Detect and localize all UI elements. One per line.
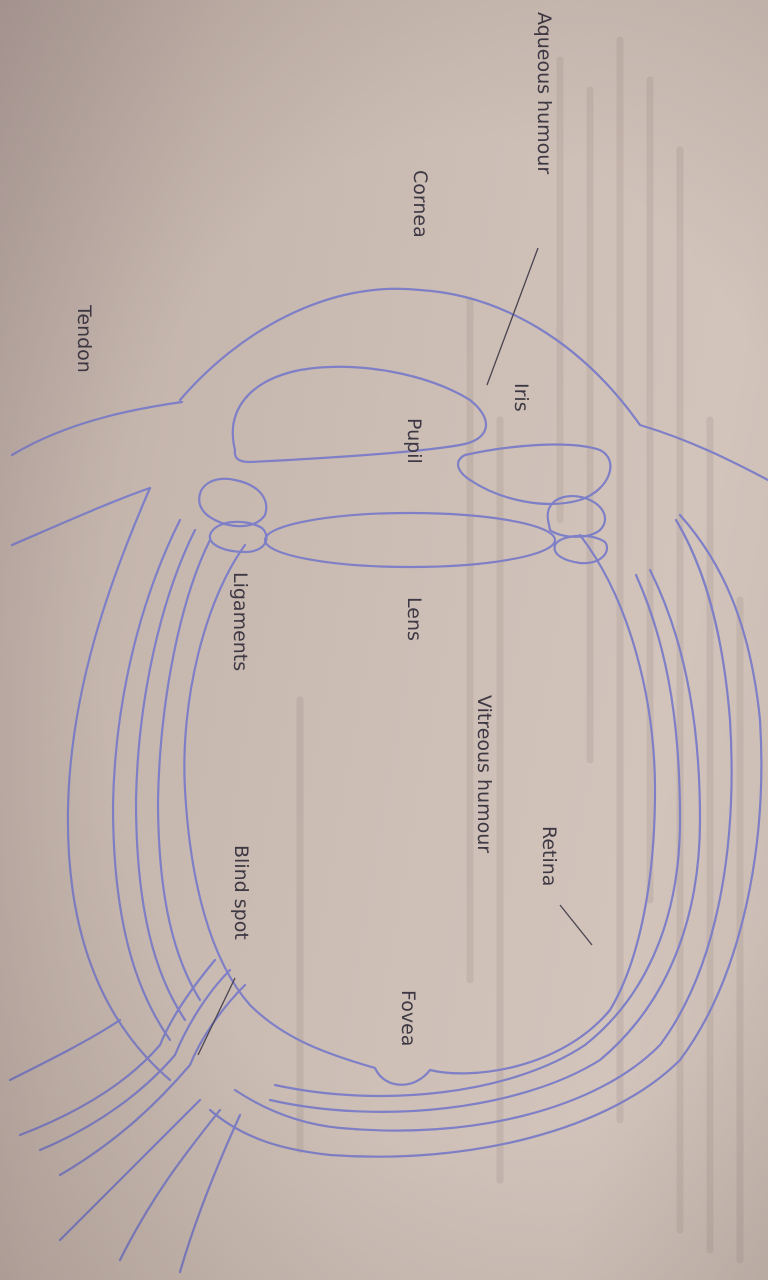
ciliary-right-lower [553,534,608,565]
tendon-shape [10,400,184,457]
aqueous-humour-leader [486,247,539,386]
optic-nerve-3 [18,958,217,1137]
label-iris: Iris [510,383,532,412]
label-pupil: Pupil [403,418,425,464]
sclera-lower [66,486,172,1082]
label-blind-spot: Blind spot [230,845,252,940]
label-aqueous-humour: Aqueous humour [533,12,555,174]
label-fovea: Fovea [397,990,419,1046]
choroid-layer [268,568,702,1113]
muscle-upper [10,486,152,547]
optic-nerve-7 [8,1018,122,1082]
label-lens: Lens [403,597,425,641]
choroid-lower-2 [134,528,197,1022]
optic-nerve-2 [38,968,232,1152]
cornea-outline [178,287,768,482]
iris-upper [231,365,488,464]
choroid-lower-1 [156,538,212,1002]
optic-nerve-5 [118,1108,222,1262]
retina-layer [273,573,682,1098]
optic-nerve-1 [58,983,247,1177]
sclera-outer-inner [233,518,733,1132]
label-tendon: Tendon [73,304,95,373]
label-ligaments: Ligaments [229,572,251,671]
blind-spot-leader [197,977,236,1056]
label-cornea: Cornea [409,170,431,238]
retina-leader [559,904,593,946]
lens-shape [263,511,557,569]
inner-globe-wall [183,533,657,1086]
iris-lower [457,443,612,506]
label-retina: Retina [538,826,560,886]
choroid-lower-3 [111,518,182,1042]
optic-nerve-4 [58,1098,202,1242]
ciliary-left-upper [198,477,268,528]
ciliary-right-upper [546,494,607,538]
label-vitreous-humour: Vitreous humour [473,695,495,853]
sclera-outer [208,513,763,1158]
optic-nerve-6 [178,1113,242,1274]
ciliary-left-lower [208,520,268,554]
